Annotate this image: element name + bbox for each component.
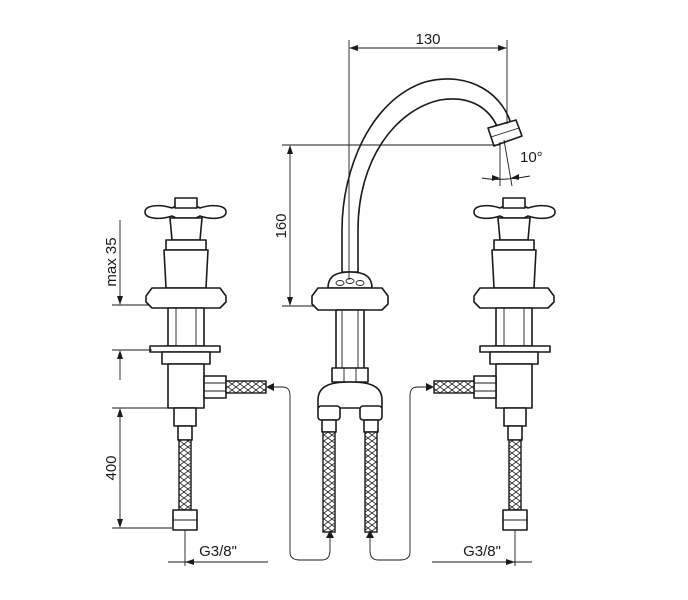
left-escutcheon (145, 287, 227, 309)
spout-angle-label: 10° (520, 149, 543, 166)
dimension-spout-height: 160 (273, 144, 500, 307)
dimension-thread-right: G3/8" (432, 530, 532, 566)
spout-collar (327, 271, 373, 289)
right-valve-assembly (433, 197, 556, 531)
right-connection-path (369, 386, 428, 561)
thread-left-label: G3/8" (199, 543, 237, 560)
hose-length-label: 400 (103, 455, 120, 480)
right-valve-ring (493, 239, 535, 251)
spout-escutcheon (311, 287, 389, 311)
dimension-thread-left: G3/8" (168, 530, 268, 566)
right-valve-body (497, 217, 531, 241)
handle-max-label: max 35 (103, 237, 120, 286)
left-valve-body (169, 217, 203, 241)
spout-aerator (487, 119, 523, 147)
right-valve-barrel (491, 249, 537, 289)
spout-tee-body (317, 381, 383, 409)
right-shank (495, 307, 533, 347)
left-valve-assembly (144, 197, 267, 531)
tee-nipple-right (363, 419, 379, 433)
right-bottom-nipple (507, 425, 523, 441)
tee-connector-right (359, 405, 383, 421)
spout-neck (341, 78, 513, 273)
left-bottom-nipple (177, 425, 193, 441)
right-handle-cap (502, 197, 526, 209)
right-side-nut (473, 375, 497, 399)
right-escutcheon (473, 287, 555, 309)
right-bottom-nut (503, 407, 527, 427)
left-handle-cap (174, 197, 198, 209)
tee-nipple-left (321, 419, 337, 433)
right-washer (479, 345, 551, 353)
right-cross-handle (473, 204, 556, 220)
left-valve-barrel (163, 249, 209, 289)
left-elbow (167, 363, 205, 409)
left-shank (167, 307, 205, 347)
spout-reach-label: 130 (415, 31, 440, 48)
left-bottom-nut (173, 407, 197, 427)
thread-right-label: G3/8" (463, 543, 501, 560)
left-valve-ring (165, 239, 207, 251)
dimension-spout-angle: 10° (481, 139, 543, 187)
spout-nut (331, 367, 369, 383)
left-cross-handle (144, 204, 227, 220)
dimension-hose-length: 400 (103, 407, 172, 529)
left-connection-path (272, 386, 331, 561)
connection-paths (266, 383, 434, 561)
spout-height-label: 160 (273, 213, 290, 238)
left-washer (149, 345, 221, 353)
left-lock-nut (161, 351, 211, 365)
spout-assembly (311, 78, 523, 533)
left-side-nut (203, 375, 227, 399)
dimension-spout-reach: 130 (348, 31, 508, 280)
right-lock-nut (489, 351, 539, 365)
right-elbow (495, 363, 533, 409)
spout-shank (335, 309, 365, 371)
dimension-handle-max: max 35 (103, 220, 152, 380)
tee-connector-left (317, 405, 341, 421)
